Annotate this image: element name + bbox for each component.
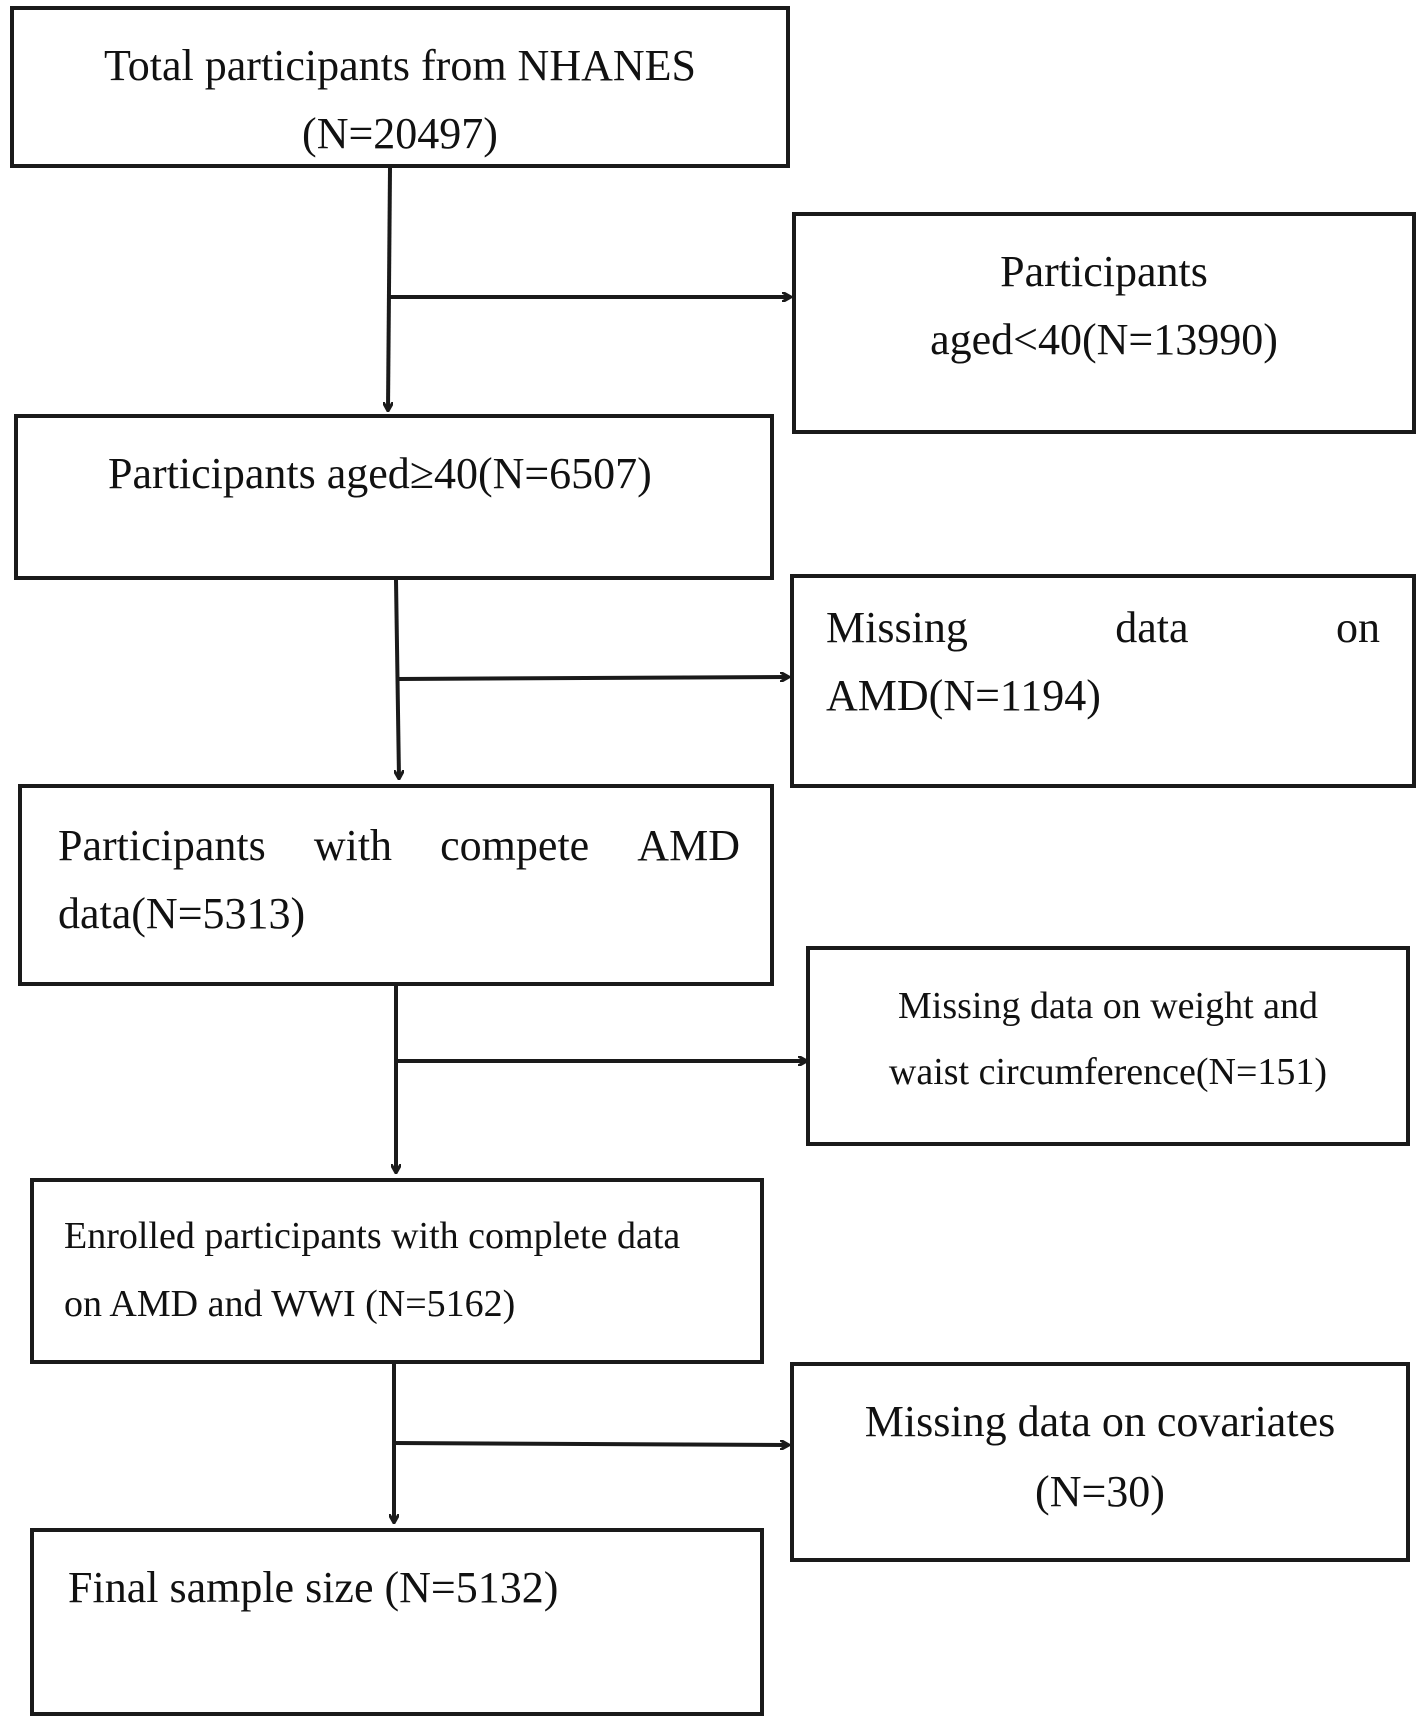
- box-aged-40-plus: Participants aged≥40(N=6507): [14, 414, 774, 580]
- box-aged-under-40-line-2: aged<40(N=13990): [930, 315, 1278, 364]
- box-missing-amd: Missing data on AMD(N=1194): [790, 574, 1416, 788]
- box-total-line-2: (N=20497): [302, 109, 498, 158]
- box-missing-weight-line-1: Missing data on weight and: [897, 985, 1319, 1027]
- box-enrolled-line-2: on AMD and WWI (N=5162): [64, 1283, 516, 1325]
- box-missing-covariates: Missing data on covariates (N=30): [790, 1362, 1410, 1562]
- box-missing-amd-line-2: AMD(N=1194): [826, 671, 1101, 720]
- arrow-total-to-aged40plus: [388, 167, 390, 410]
- box-missing-covariates-line-2: (N=30): [1035, 1467, 1165, 1516]
- box-aged-under-40: Participants aged<40(N=13990): [792, 212, 1416, 434]
- arrow-to-missing-covariates: [393, 1443, 788, 1445]
- box-missing-amd-word-3: on: [1336, 603, 1380, 652]
- box-total-line-1: Total participants from NHANES: [103, 41, 697, 90]
- box-complete-amd: Participants with compete AMD data(N=531…: [18, 784, 774, 986]
- box-final-sample: Final sample size (N=5132): [30, 1528, 764, 1716]
- box-missing-covariates-line-1: Missing data on covariates: [864, 1397, 1336, 1446]
- box-complete-amd-word-2: with: [313, 821, 393, 870]
- box-total-participants: Total participants from NHANES (N=20497): [10, 6, 790, 168]
- box-aged-40-plus-line-1: Participants aged≥40(N=6507): [108, 449, 652, 498]
- box-aged-under-40-line-1: Participants: [1000, 247, 1208, 296]
- box-missing-weight-line-2: waist circumference(N=151): [888, 1051, 1328, 1093]
- box-enrolled: Enrolled participants with complete data…: [30, 1178, 764, 1364]
- box-complete-amd-word-1: Participants: [58, 821, 266, 870]
- arrow-to-missing-amd: [397, 677, 788, 679]
- arrow-aged40plus-to-complete-amd: [396, 579, 399, 778]
- box-complete-amd-word-3: compete: [440, 821, 590, 870]
- box-complete-amd-line-1: Participants with compete AMD: [58, 820, 740, 871]
- box-missing-amd-word-1: Missing: [826, 603, 968, 652]
- box-missing-weight: Missing data on weight and waist circumf…: [806, 946, 1410, 1146]
- box-missing-amd-word-2: data: [1115, 603, 1189, 652]
- box-final-sample-line-1: Final sample size (N=5132): [68, 1563, 559, 1612]
- box-complete-amd-line-2: data(N=5313): [58, 889, 306, 938]
- box-missing-amd-line-1: Missing data on: [826, 602, 1380, 653]
- box-complete-amd-word-4: AMD: [637, 821, 740, 870]
- box-enrolled-line-1: Enrolled participants with complete data: [64, 1215, 681, 1257]
